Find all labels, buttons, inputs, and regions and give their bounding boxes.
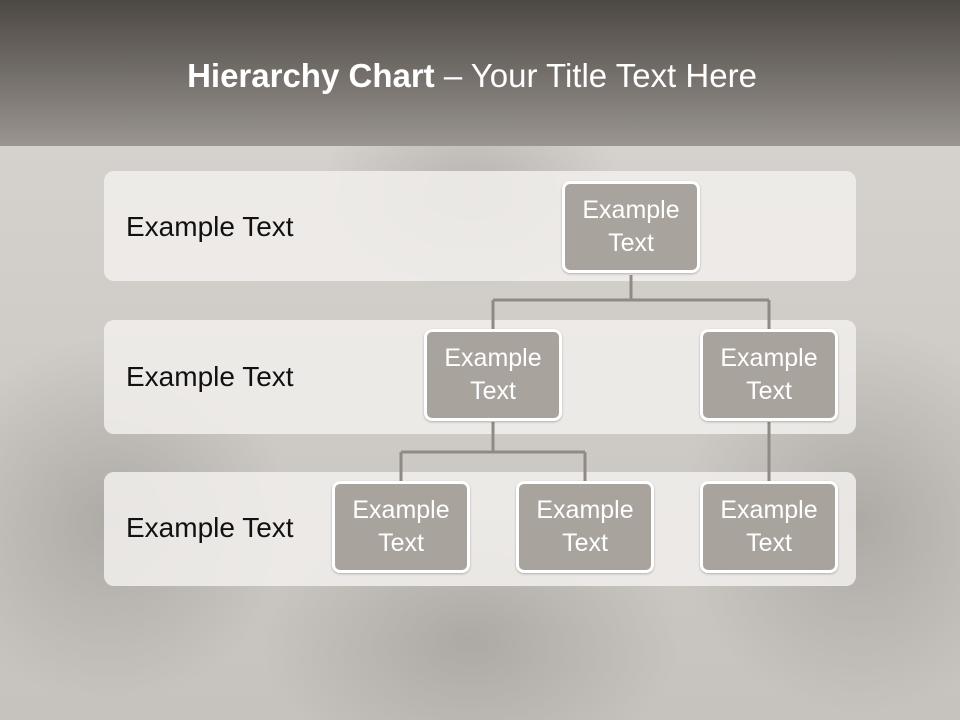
node-mid-left-label: Example Text	[444, 344, 542, 405]
level-label-3: Example Text	[126, 512, 294, 543]
level-band-1	[104, 171, 856, 281]
title-bar: Hierarchy Chart – Your Title Text Here	[0, 0, 960, 146]
node-root[interactable]: Example Text	[562, 181, 700, 273]
node-leaf-center-label: Example Text	[536, 496, 634, 557]
node-leaf-left[interactable]: Example Text	[332, 481, 470, 573]
slide-title: Hierarchy Chart – Your Title Text Here	[0, 54, 944, 98]
node-mid-right[interactable]: Example Text	[700, 329, 838, 421]
node-leaf-right-label: Example Text	[720, 496, 818, 557]
node-root-label: Example Text	[582, 196, 680, 257]
title-bold-part: Hierarchy Chart	[187, 57, 435, 94]
level-label-1: Example Text	[126, 211, 294, 242]
node-leaf-right[interactable]: Example Text	[700, 481, 838, 573]
node-mid-right-label: Example Text	[720, 344, 818, 405]
title-regular-part: – Your Title Text Here	[434, 57, 757, 94]
node-leaf-left-label: Example Text	[352, 496, 450, 557]
node-leaf-center[interactable]: Example Text	[516, 481, 654, 573]
node-mid-left[interactable]: Example Text	[424, 329, 562, 421]
level-label-2: Example Text	[126, 361, 294, 392]
